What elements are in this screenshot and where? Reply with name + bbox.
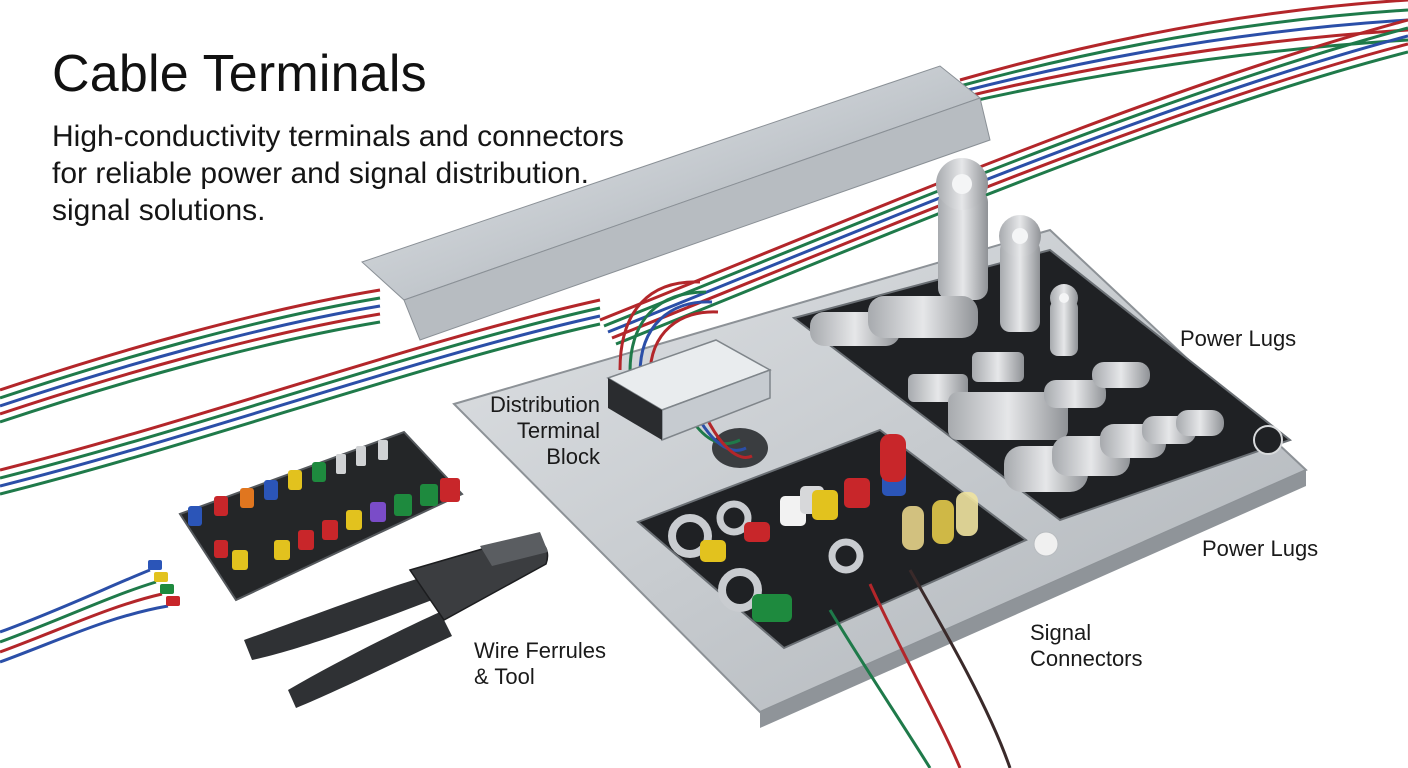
cable-bundle-upper-right — [959, 0, 1408, 106]
label-line: & Tool — [474, 664, 535, 689]
butt-connectors — [880, 434, 978, 550]
stamp-icon — [1033, 531, 1059, 557]
ferruled-wires — [0, 568, 169, 664]
label-wire-ferrules-tool: Wire Ferrules & Tool — [474, 638, 606, 690]
wiring-duct — [361, 65, 991, 341]
ferrule-tray — [0, 430, 464, 664]
label-line: Connectors — [1030, 646, 1143, 671]
signal-connector-tray — [636, 428, 1059, 768]
label-line: Wire Ferrules — [474, 638, 607, 663]
upright-lug-small — [1050, 284, 1078, 356]
power-lug-tray — [791, 158, 1293, 522]
page-title: Cable Terminals — [52, 45, 427, 103]
distribution-terminal-block — [606, 280, 772, 459]
subtitle-line: High-conductivity terminals and connecto… — [52, 120, 624, 153]
cable-bundle-mid-right — [599, 18, 1408, 346]
upright-lug-large — [936, 158, 988, 300]
label-line: Signal — [1030, 620, 1092, 645]
label-distribution-terminal-block: Distribution Terminal Block — [460, 392, 600, 470]
label-line: Distribution — [489, 392, 600, 417]
crimping-tool — [244, 532, 549, 708]
upright-lug-medium — [999, 215, 1041, 332]
label-power-lugs-side: Power Lugs — [1202, 536, 1319, 561]
subtitle-line: for reliable power and signal distributi… — [52, 157, 589, 190]
ferrules-row-bottom — [214, 478, 460, 570]
ferrules-row-top — [188, 440, 388, 526]
label-power-lugs-top: Power Lugs — [1180, 326, 1297, 351]
flat-lugs — [810, 296, 1224, 492]
label-signal-connectors: Signal Connectors — [1030, 620, 1143, 672]
label-line: Terminal Block — [516, 418, 600, 469]
brand-seal-icon — [1253, 425, 1283, 455]
page-subtitle: High-conductivity terminals and connecto… — [52, 118, 752, 229]
subtitle-line: signal solutions. — [52, 194, 266, 227]
cable-bundle-left — [0, 288, 601, 496]
ring-terminals — [668, 500, 864, 622]
